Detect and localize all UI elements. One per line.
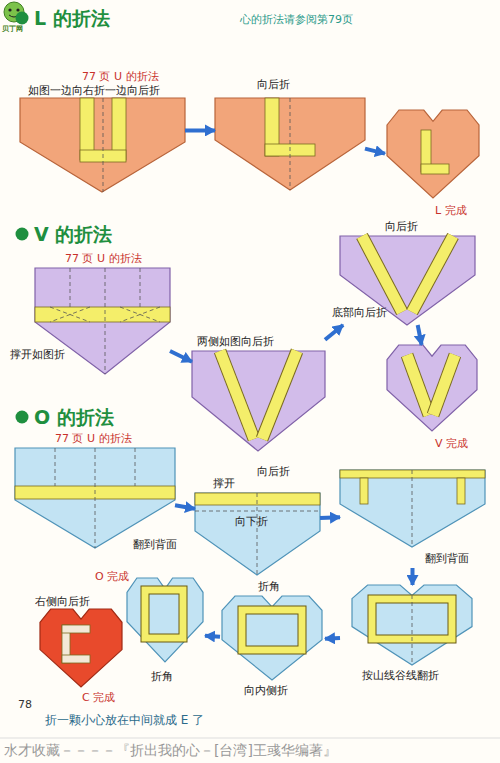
step-note: V 完成 (435, 437, 468, 450)
step-arrow (418, 325, 422, 345)
fold-step: 按山线谷线翻折 (340, 585, 485, 685)
section-bullet (16, 411, 29, 424)
fold-step: 77 页 U 的折法撑开如图折 (20, 252, 170, 377)
fold-step: 77 页 U 的折法翻到背面 (15, 430, 175, 552)
step-note: 撑开如图折 (10, 348, 65, 361)
step-note: 向后折 (257, 78, 290, 91)
step-arrow (411, 568, 415, 585)
fold-step: 向后折底部向后折 (340, 220, 475, 325)
step-note: 向后折 (257, 465, 290, 478)
fold-step: 翻到背面 (340, 462, 485, 568)
fold-step: 向后折 (215, 70, 365, 190)
step-note: 折角 (151, 670, 173, 683)
fold-step: 两侧如图向后折 (192, 335, 325, 453)
step-arrow (175, 505, 195, 509)
fold-step: 撑开 向后折向下折 (195, 465, 320, 575)
logo-text: 贝丁网 (2, 24, 23, 34)
page-note: 心的折法请参阅第79页 (240, 12, 353, 27)
step-note: 向后折 (385, 220, 418, 233)
fold-step: V 完成 (385, 345, 480, 457)
step-arrow (325, 636, 340, 641)
section-title: L 的折法 (34, 6, 110, 32)
origami-figure (215, 70, 365, 190)
fold-step: 折角向内侧折 (220, 580, 325, 702)
hint-note: 折一颗小心放在中间就成 E 了 (45, 712, 204, 729)
step-note: 翻到背面 (133, 538, 177, 551)
watermark: 水才收藏－－－－『折出我的心－[台湾]王彧华编著』 (4, 742, 337, 760)
step-note: 向内侧折 (244, 684, 288, 697)
section-bullet (16, 12, 29, 25)
fold-step: 77 页 U 的折法如图一边向右折一边向后折 (20, 70, 185, 192)
step-note: O 完成 (95, 570, 129, 583)
step-note: L 完成 (435, 204, 467, 217)
origami-figure (40, 595, 122, 707)
step-note: 按山线谷线翻折 (362, 669, 439, 682)
step-note: 向下折 (235, 515, 268, 528)
step-note: 77 页 U 的折法 (82, 70, 159, 83)
step-note: 77 页 U 的折法 (65, 252, 142, 265)
fold-step: 右侧向后折C 完成 (40, 595, 122, 707)
step-note: 如图一边向右折一边向后折 (28, 84, 160, 97)
step-note: 翻到背面 (425, 552, 469, 565)
footer-rule (0, 738, 500, 739)
page-number: 78 (18, 698, 32, 711)
section-bullet (16, 228, 29, 241)
step-arrow (170, 351, 192, 362)
step-arrow (320, 515, 340, 520)
step-arrow (325, 325, 343, 340)
step-note: 撑开 (213, 477, 235, 490)
step-note: 右侧向后折 (35, 595, 90, 608)
origami-figure (15, 430, 175, 552)
origami-figure (192, 335, 325, 453)
step-note: 77 页 U 的折法 (55, 432, 132, 445)
step-arrow (185, 128, 215, 132)
step-note: 底部向后折 (332, 306, 387, 319)
fold-step: L 完成 (385, 110, 485, 222)
step-note: C 完成 (82, 691, 115, 704)
step-note: 折角 (258, 580, 280, 593)
step-note: 两侧如图向后折 (197, 335, 274, 348)
section-title: V 的折法 (34, 222, 112, 248)
step-arrow (365, 149, 385, 154)
fold-step: O 完成折角 (125, 570, 205, 695)
step-arrow (205, 636, 220, 637)
origami-figure (220, 580, 325, 702)
section-title: O 的折法 (34, 405, 114, 431)
